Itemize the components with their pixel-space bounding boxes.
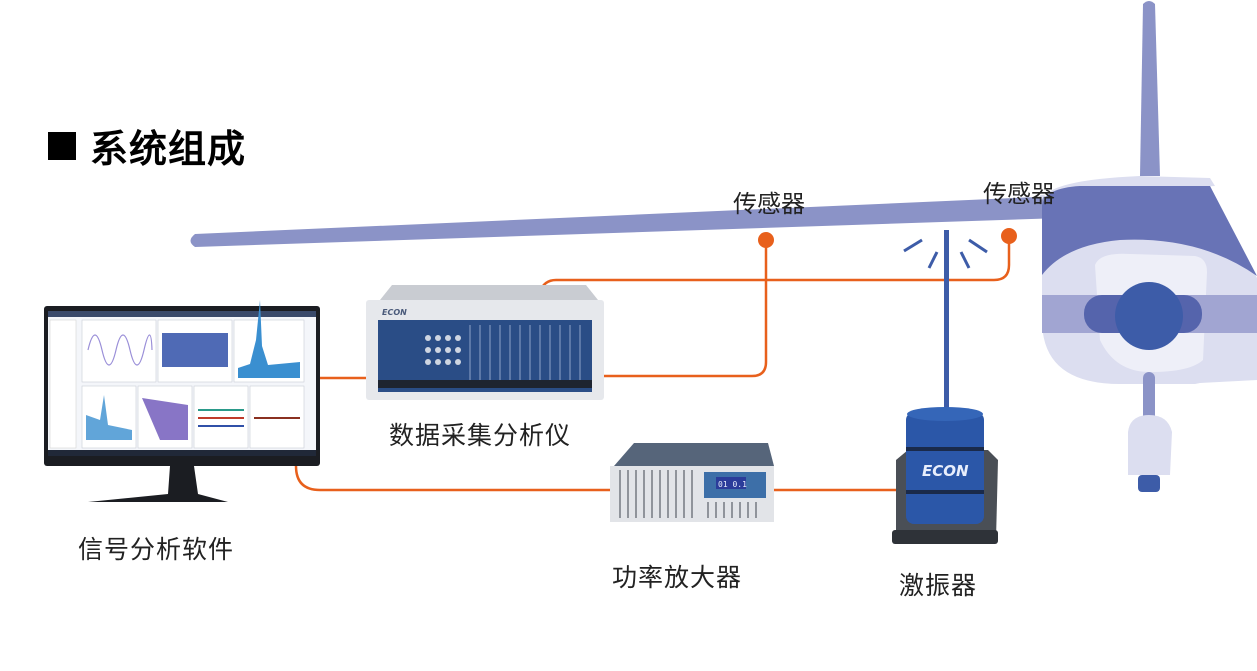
aircraft-wing [190, 196, 1062, 247]
amplifier-display: 01 0.1 [718, 480, 747, 489]
daq-chassis-icon: ECON [366, 285, 604, 400]
shaker-stinger [944, 230, 949, 415]
sensor-1-dot[interactable] [758, 232, 774, 248]
cable-software-amp [294, 465, 612, 492]
section-title: 系统组成 [48, 118, 246, 173]
monitor-icon [44, 300, 320, 502]
amplifier-label: 功率放大器 [612, 563, 743, 592]
shaker-label: 激振器 [899, 571, 978, 600]
section-title-text: 系统组成 [90, 127, 247, 171]
vibration-icon [903, 238, 988, 269]
daq-label: 数据采集分析仪 [389, 421, 572, 450]
shaker-icon: ECON [892, 407, 998, 544]
aircraft-fuselage [1040, 176, 1257, 492]
daq-brand: ECON [382, 308, 407, 317]
cables [294, 236, 1011, 492]
sensor-2-label: 传感器 [983, 180, 1055, 208]
software-label: 信号分析软件 [78, 535, 235, 564]
cable-sensor2-daq [538, 236, 1011, 293]
amplifier-icon: 01 0.1 [610, 443, 774, 522]
black-square-icon [48, 131, 76, 160]
sensor-1-label: 传感器 [733, 190, 805, 218]
shaker-brand: ECON [922, 462, 969, 480]
cable-sensor1-daq [598, 240, 768, 378]
sensor-2-dot[interactable] [1001, 228, 1017, 244]
aircraft-tail [1140, 1, 1160, 176]
